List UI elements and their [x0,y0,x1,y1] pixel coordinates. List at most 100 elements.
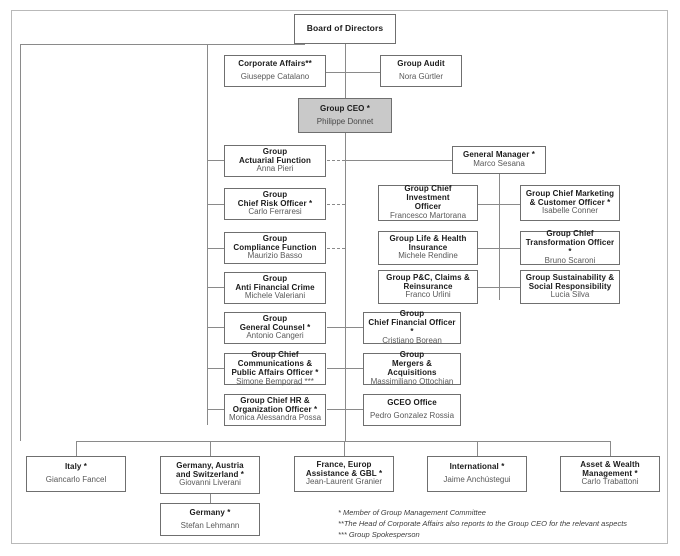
box-region-international[interactable]: International * Jaime Anchústegui [427,456,527,492]
connector-actuarial-stub [207,160,224,161]
box-title-line2: and Switzerland * [176,469,244,479]
box-person: Pedro Gonzalez Rossia [369,411,455,420]
footnote-three: *** Group Spokesperson [338,529,420,539]
box-corporate-affairs[interactable]: Corporate Affairs** Giuseppe Catalano [224,55,326,87]
box-person: Philippe Donnet [316,116,374,126]
box-group-chief-financial-officer[interactable]: Group Chief Financial Officer * Cristian… [363,309,461,345]
box-title-line2: Communications & [237,359,313,369]
box-title-line1: France, Europ [316,459,372,469]
connector-board-left-arm [20,44,305,45]
box-title-line1: Group [262,273,288,283]
connector-affairs-audit [325,72,380,73]
box-group-sustainability-social-responsibility[interactable]: Group Sustainability & Social Responsibi… [520,270,620,304]
box-region-france-europ-assistance-gbl[interactable]: France, Europ Assistance & GBL * Jean-La… [294,456,394,492]
box-title-line1: Group [399,350,425,360]
box-group-pc-claims-reinsurance[interactable]: Group P&C, Claims & Reinsurance Franco U… [378,270,478,304]
box-title: Group Audit [397,59,445,69]
box-group-chief-communications-public-affairs-officer[interactable]: Group Chief Communications & Public Affa… [224,350,326,386]
box-title-line1: Group [399,309,425,319]
box-region-germany[interactable]: Germany * Stefan Lehmann [160,503,260,536]
box-title-line1: Group Chief Marketing [525,188,615,198]
footnote-one: * Member of Group Management Committee [338,508,486,517]
box-title-line3: Public Affairs Officer * [231,368,319,377]
connector-gm-row3 [478,287,520,288]
box-person: Giovanni Liverani [179,478,241,488]
box-person: Monica Alessandra Possa [228,413,322,423]
box-person: Michele Rendine [398,251,458,261]
box-region-asset-wealth-management[interactable]: Asset & Wealth Management * Carlo Trabat… [560,456,660,492]
connector-dach-drop [210,441,211,456]
box-person: Francesco Martorana [389,210,467,220]
box-person: Michele Valeriani [244,291,306,301]
connector-ceo-to-gm [345,160,499,161]
box-region-germany-austria-switzerland[interactable]: Germany, Austria and Switzerland * Giova… [160,456,260,494]
connector-counsel-cfo [327,327,363,328]
box-title-line2: Organization Officer * [232,404,318,414]
box-person: Maurizio Basso [247,251,303,261]
box-person: Carlo Ferraresi [248,207,302,217]
connector-international-drop [477,441,478,456]
footnotes: * Member of Group Management Committee *… [338,508,648,541]
box-group-actuarial-function[interactable]: Group Actuarial Function Anna Pieri [224,145,326,177]
box-group-life-health-insurance[interactable]: Group Life & Health Insurance Michele Re… [378,231,478,265]
box-person: Isabelle Conner [541,206,599,216]
box-group-mergers-acquisitions[interactable]: Group Mergers & Acquisitions Massimilian… [363,350,461,386]
box-title-line2: Insurance [408,242,448,252]
dashed-compliance-ceo [327,248,345,249]
box-board-of-directors[interactable]: Board of Directors [294,14,396,44]
box-person: Lucia Silva [550,290,590,300]
box-person: Carlo Trabattoni [581,477,639,487]
connector-board-down [345,44,346,65]
box-title-line2: Actuarial Function [238,155,312,165]
box-person: Giancarlo Fancel [45,475,107,484]
box-group-general-counsel[interactable]: Group General Counsel * Antonio Cangeri [224,312,326,344]
box-gceo-office[interactable]: GCEO Office Pedro Gonzalez Rossia [363,394,461,426]
box-title-line1: Group Chief Investment [404,184,452,203]
box-group-chief-risk-officer[interactable]: Group Chief Risk Officer * Carlo Ferrare… [224,188,326,220]
box-group-chief-marketing-customer-officer[interactable]: Group Chief Marketing & Customer Officer… [520,185,620,221]
connector-control-spine [207,44,208,425]
connector-compliance-stub [207,248,224,249]
box-group-ceo[interactable]: Group CEO * Philippe Donnet [298,98,392,133]
box-person: Marco Sesana [473,159,525,168]
connector-risk-stub [207,204,224,205]
box-group-audit[interactable]: Group Audit Nora Gürtler [380,55,462,87]
connector-hr-stub [207,409,224,410]
box-title-line1: Group Chief [546,229,594,239]
box-person: Franco Urlini [405,290,451,300]
box-group-anti-financial-crime[interactable]: Group Anti Financial Crime Michele Valer… [224,272,326,304]
box-title-line1: Group Sustainability & [525,272,615,282]
box-title-line2: Anti Financial Crime [235,282,315,292]
box-title-line2: Officer [414,202,442,211]
box-title-line2: Reinsurance [403,281,453,291]
box-title-line2: Chief Risk Officer * [237,198,313,208]
connector-dach-germany [210,494,211,503]
box-title-line1: Group Chief [251,350,299,360]
box-title: General Manager * [463,150,535,160]
box-person: Stefan Lehmann [180,520,240,530]
dashed-actuarial-ceo [327,160,345,161]
connector-counsel-stub [207,327,224,328]
box-region-italy[interactable]: Italy * Giancarlo Fancel [26,456,126,492]
connector-regions-bar [76,441,610,442]
connector-italy-drop [76,441,77,456]
box-title-line1: Germany, Austria [176,460,244,470]
box-person: Bruno Scaroni [544,255,596,265]
box-title-line1: Group [262,233,288,243]
box-title-line2: Chief Financial Officer * [368,318,456,336]
connector-gm-row1 [478,204,520,205]
box-person: Massimiliano Ottochian [370,376,454,386]
footnote-two: **The Head of Corporate Affairs also rep… [338,518,628,528]
box-group-chief-investment-officer[interactable]: Group Chief Investment Officer Francesco… [378,184,478,221]
box-title-line2: General Counsel * [239,322,311,332]
box-group-compliance-function[interactable]: Group Compliance Function Maurizio Basso [224,232,326,264]
box-title: Corporate Affairs** [238,59,312,69]
connector-gm-spine [499,174,500,300]
box-group-chief-hr-organization-officer[interactable]: Group Chief HR & Organization Officer * … [224,394,326,426]
box-person: Jean-Laurent Granier [305,477,383,487]
box-person: Cristiano Borean [382,335,442,345]
box-group-chief-transformation-officer[interactable]: Group Chief Transformation Officer * Bru… [520,229,620,265]
box-person: Simone Bemporad *** [236,376,314,386]
box-general-manager[interactable]: General Manager * Marco Sesana [452,146,546,174]
